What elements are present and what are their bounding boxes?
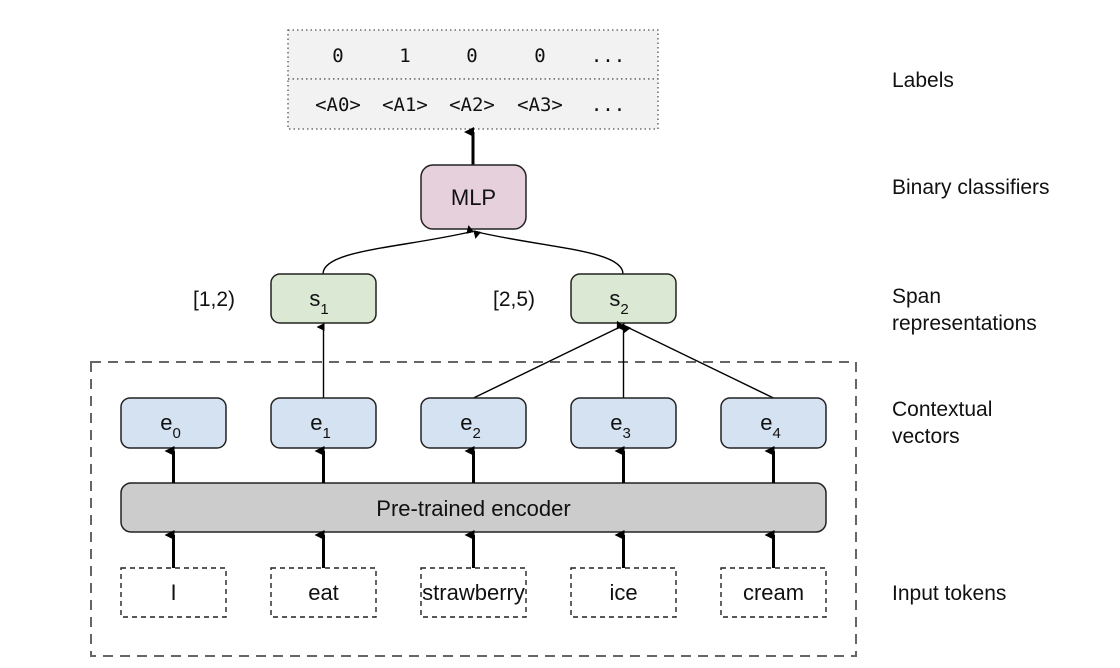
binary-label-value: 0 [466,45,477,67]
encoder-region-border [90,361,857,657]
contextual-vector-symbol: e4 [760,410,781,442]
argument-tag: <A1> [382,94,428,116]
input-token-2: strawberry [420,567,527,618]
contextual-vector-symbol: e1 [310,410,331,442]
side-label-contextual-line2: vectors [892,425,960,448]
side-label-span-representations: Span representations [892,283,1037,337]
input-token-box [570,567,677,618]
span-node-2: s2 [570,273,677,324]
span-symbol: s2 [609,286,628,318]
contextual-vector-symbol: e0 [160,410,181,442]
labels-row-tags [287,78,659,130]
s1-to-mlp-arrow [322,225,475,275]
argument-tag: <A3> [517,94,563,116]
input-token-3: ice [570,567,677,618]
encoder-label: Pre-trained encoder [376,496,570,521]
side-label-span-line1: Span [892,285,942,308]
contextual-vector-1: e1 [270,397,377,449]
argument-tag: <A2> [449,94,495,116]
input-token-0: I [120,567,227,618]
span-node-1: s1 [270,273,377,324]
input-token-box [720,567,827,618]
binary-label-value: 1 [399,45,410,67]
e2-to-s2-arrow [473,320,625,399]
input-token-text: ice [609,580,637,605]
input-token-text: eat [308,580,339,605]
contextual-vector-symbol: e3 [610,410,631,442]
contextual-vector-0: e0 [120,397,227,449]
input-token-1: eat [270,567,377,618]
input-token-text: cream [743,580,804,605]
contextual-vector-2: e2 [420,397,527,449]
argument-tag: ... [591,94,625,116]
contextual-vector-symbol: e2 [460,410,481,442]
binary-label-value: 0 [332,45,343,67]
side-label-input-tokens: Input tokens [892,582,1007,605]
side-label-contextual-vectors: Contextual vectors [892,396,992,450]
binary-label-value: ... [591,45,625,67]
side-label-labels: Labels [892,69,954,92]
contextual-vector-4: e4 [720,397,827,449]
argument-tag: <A0> [315,94,361,116]
side-label-binary-classifiers: Binary classifiers [892,176,1050,199]
labels-box: 0 1 0 0... <A0> <A1> <A2> <A3>... [287,29,659,130]
binary-label-value: 0 [534,45,545,67]
input-token-4: cream [720,567,827,618]
labels-row-binary [287,29,659,80]
input-token-box [120,567,227,618]
s2-to-mlp-arrow [473,230,624,275]
span-range-2: [2,5) [493,288,536,311]
side-label-span-line2: representations [892,312,1037,335]
span-range-1: [1,2) [193,288,236,311]
input-token-text: strawberry [422,580,525,605]
input-token-box [420,567,527,618]
input-token-box [270,567,377,618]
side-label-contextual-line1: Contextual [892,398,993,421]
e4-to-s2-arrow [623,324,774,399]
mlp-label: MLP [451,185,496,210]
span-symbol: s1 [309,286,328,318]
contextual-vector-3: e3 [570,397,677,449]
input-token-text: I [170,580,176,605]
